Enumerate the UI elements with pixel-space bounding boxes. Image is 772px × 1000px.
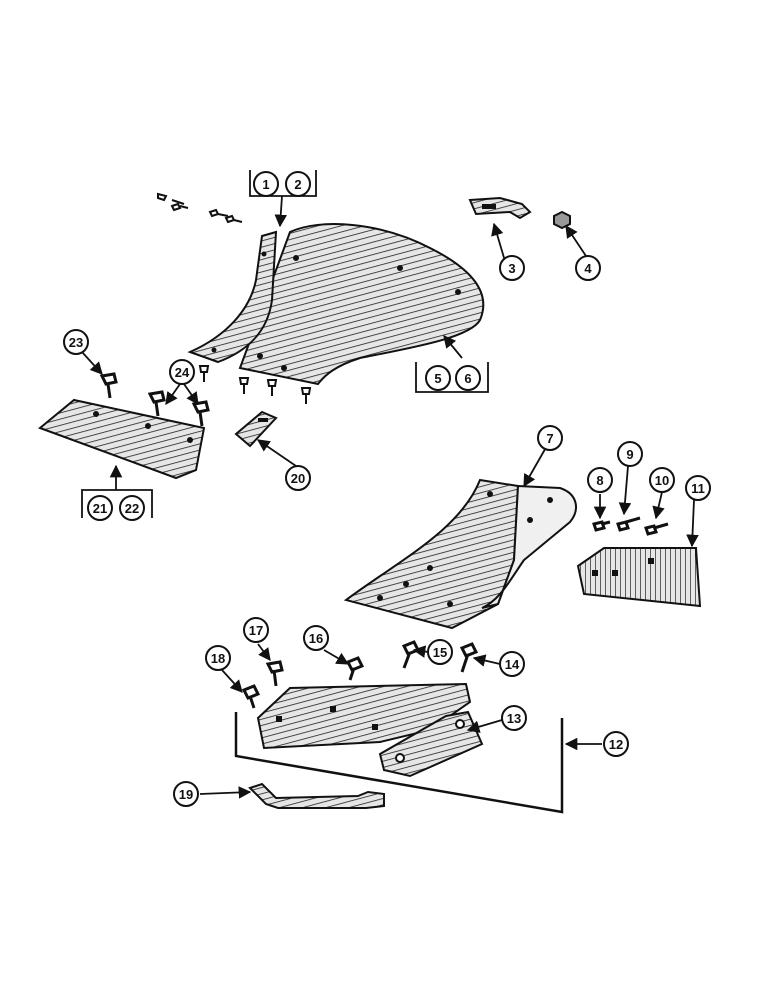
svg-text:11: 11 [691, 481, 705, 496]
callout-9: 9 [617, 441, 643, 467]
moldboard-part [238, 223, 485, 386]
svg-text:17: 17 [249, 623, 263, 638]
callout-17: 17 [243, 617, 269, 643]
callout-14: 14 [499, 651, 525, 677]
svg-text:14: 14 [505, 657, 520, 672]
rod-part-19 [248, 782, 385, 809]
callout-3: 3 [499, 255, 525, 281]
svg-text:2: 2 [294, 177, 301, 192]
callout-19: 19 [173, 781, 199, 807]
svg-text:8: 8 [596, 473, 603, 488]
share-bolts [99, 372, 210, 427]
svg-text:9: 9 [626, 447, 633, 462]
svg-text:20: 20 [291, 471, 305, 486]
share-part [38, 398, 206, 480]
callout-22: 22 [119, 495, 145, 521]
callout-13: 13 [501, 705, 527, 731]
svg-text:4: 4 [584, 261, 592, 276]
group-bracket-12 [234, 712, 564, 814]
bolts-8-9-10 [592, 516, 669, 536]
svg-text:19: 19 [179, 787, 193, 802]
svg-text:10: 10 [655, 473, 669, 488]
svg-text:6: 6 [464, 371, 471, 386]
svg-text:7: 7 [546, 431, 553, 446]
svg-text:22: 22 [125, 501, 139, 516]
callout-16: 16 [303, 625, 329, 651]
moldboard-part-7 [343, 478, 577, 630]
callout-8: 8 [587, 467, 613, 493]
callout-10: 10 [649, 467, 675, 493]
shin-part [187, 230, 278, 364]
svg-text:15: 15 [433, 645, 447, 660]
svg-text:5: 5 [434, 371, 441, 386]
upper-bolts [157, 192, 243, 224]
svg-text:24: 24 [175, 365, 190, 380]
svg-text:13: 13 [507, 711, 521, 726]
callout-6: 6 [455, 365, 481, 391]
svg-text:21: 21 [93, 501, 107, 516]
svg-text:1: 1 [262, 177, 269, 192]
brace-part-3 [468, 196, 532, 220]
callout-11: 11 [685, 475, 711, 501]
callout-20: 20 [285, 465, 311, 491]
landside-part-11 [576, 547, 702, 608]
callout-7: 7 [537, 425, 563, 451]
bracket-part-13 [378, 710, 484, 778]
leader-lines [81, 195, 699, 799]
callout-12: 12 [603, 731, 629, 757]
callout-4: 4 [575, 255, 601, 281]
moldboard-bolts [198, 365, 312, 404]
callout-24: 24 [169, 359, 195, 385]
svg-text:12: 12 [609, 737, 623, 752]
bolts-14-to-18 [241, 640, 479, 709]
callout-1: 1 [253, 171, 279, 197]
callout-23: 23 [63, 329, 89, 355]
svg-text:3: 3 [508, 261, 515, 276]
svg-text:18: 18 [211, 651, 225, 666]
nut-part-4 [553, 210, 571, 230]
callout-18: 18 [205, 645, 231, 671]
callout-2: 2 [285, 171, 311, 197]
callout-5: 5 [425, 365, 451, 391]
callout-21: 21 [87, 495, 113, 521]
block-part-20 [234, 410, 278, 448]
svg-text:23: 23 [69, 335, 83, 350]
group-bracket-frames [81, 170, 489, 518]
svg-text:16: 16 [309, 631, 323, 646]
callout-15: 15 [427, 639, 453, 665]
